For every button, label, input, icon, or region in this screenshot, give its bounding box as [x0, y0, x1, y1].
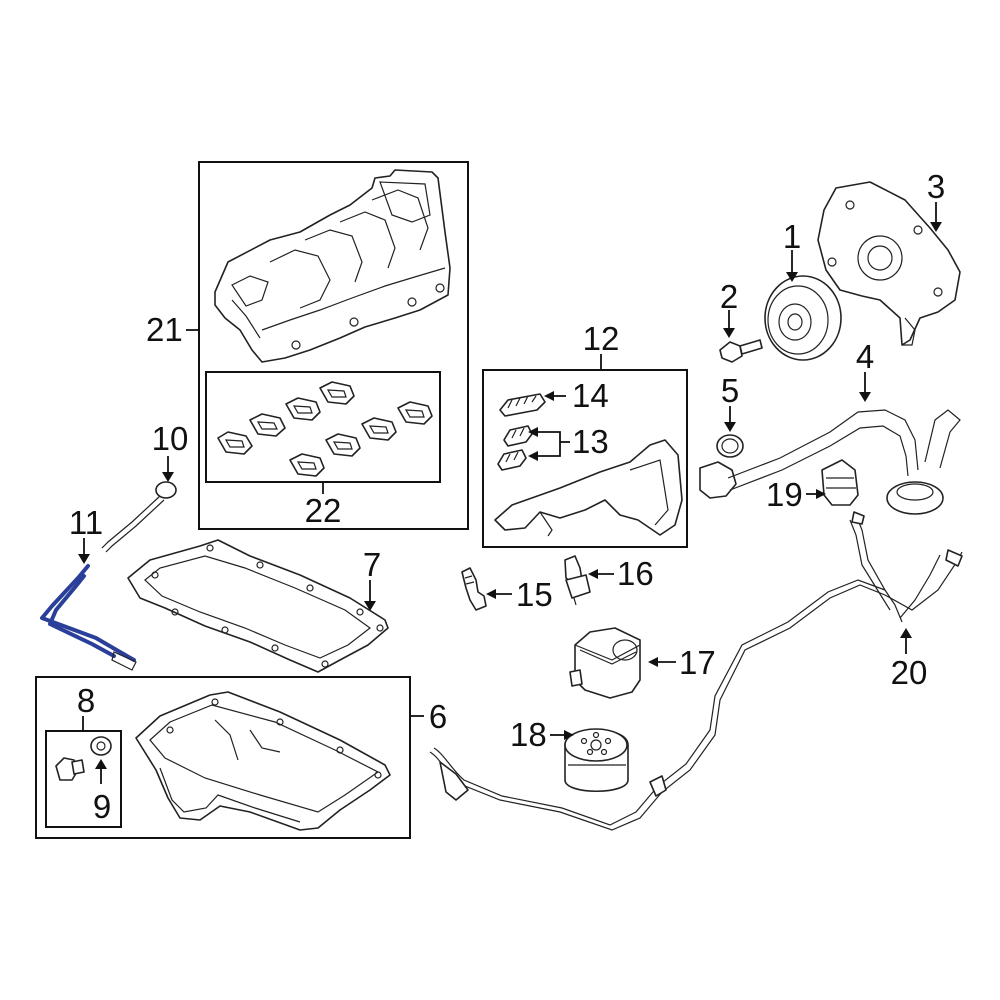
oil-pan-part[interactable]	[135, 691, 391, 831]
callout-10: 10	[152, 420, 189, 457]
callout-1: 1	[783, 218, 801, 255]
callout-6: 6	[429, 698, 447, 735]
drain-plug-washer-part[interactable]	[90, 736, 112, 756]
callout-4: 4	[856, 338, 874, 375]
intake-manifold-group-box	[198, 161, 469, 530]
callout-19: 19	[766, 476, 803, 513]
callout-22: 22	[305, 492, 342, 529]
intake-gasket-set-part[interactable]	[217, 381, 433, 477]
dipstick-tube-harness-part[interactable]	[429, 511, 963, 831]
callout-9: 9	[93, 788, 111, 825]
callout-20: 20	[891, 654, 928, 691]
oil-cooler-part[interactable]	[569, 627, 641, 699]
oil-pickup-tube-part[interactable]	[699, 409, 961, 515]
crankshaft-pulley-part[interactable]	[764, 275, 842, 361]
windage-tray-part[interactable]	[494, 439, 683, 537]
callout-7: 7	[363, 546, 381, 583]
callout-14: 14	[572, 377, 609, 414]
o-ring-part[interactable]	[716, 434, 744, 458]
oil-pump-part[interactable]	[817, 181, 961, 346]
callout-17: 17	[679, 644, 716, 681]
oil-pump-pickup-group-box	[482, 369, 688, 548]
seal-13-lower-part[interactable]	[497, 449, 527, 471]
callout-12: 12	[583, 320, 620, 357]
stud-part[interactable]	[461, 567, 487, 611]
callout-13: 13	[572, 423, 609, 460]
callout-2: 2	[720, 278, 738, 315]
intake-manifold-part[interactable]	[214, 169, 451, 363]
callout-3: 3	[927, 168, 945, 205]
oil-filter-part[interactable]	[564, 728, 629, 793]
drain-plug-part[interactable]	[55, 757, 85, 781]
callout-labels: 1 2 3 4 5 6 7 8 9 10 11 12 13 14 15 16 1…	[69, 168, 945, 825]
callout-18: 18	[510, 716, 547, 753]
pulley-bolt-part[interactable]	[719, 339, 763, 363]
seal-14-part[interactable]	[499, 393, 546, 417]
callout-5: 5	[721, 372, 739, 409]
oil-sensor-part[interactable]	[821, 459, 859, 506]
callout-15: 15	[516, 576, 553, 613]
seal-13-upper-part[interactable]	[503, 425, 533, 447]
callout-16: 16	[617, 555, 654, 592]
leader-lines	[78, 202, 942, 784]
callout-8: 8	[77, 682, 95, 719]
oil-pan-group-box	[35, 676, 411, 839]
callout-21: 21	[146, 311, 183, 348]
oil-pan-gasket-part[interactable]	[127, 539, 389, 673]
dipstick-part[interactable]	[101, 481, 177, 553]
sender-part[interactable]	[564, 555, 591, 606]
dipstick-tube-part[interactable]	[40, 564, 137, 671]
callout-11: 11	[69, 504, 103, 541]
